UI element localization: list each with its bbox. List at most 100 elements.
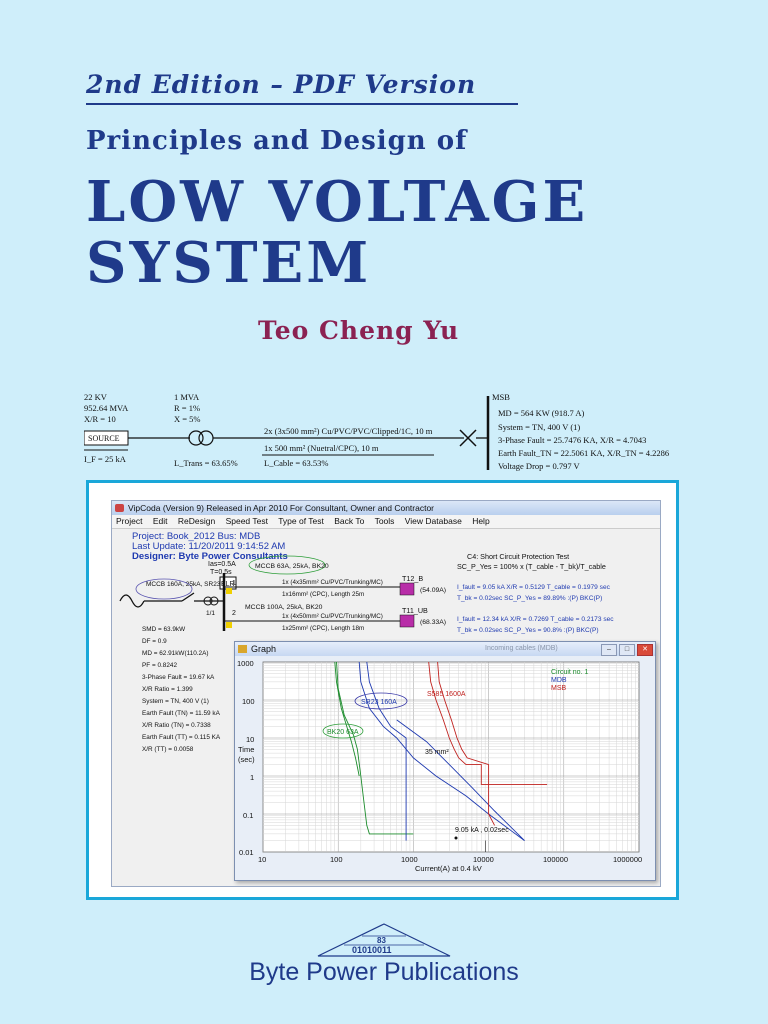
fault-point-marker	[454, 836, 458, 840]
circuit1-load-box	[399, 582, 415, 596]
source-xr: X/R = 10	[84, 414, 116, 424]
circuit1-load: T12_B	[402, 574, 423, 583]
circuit2-breaker: MCCB 100A, 25kA, BK20	[245, 604, 323, 611]
logo-bottom-text: 01010011	[352, 945, 392, 955]
source-mva: 952.64 MVA	[84, 403, 129, 413]
author-name: Teo Cheng Yu	[258, 316, 460, 345]
menu-back-to[interactable]: Back To	[334, 516, 365, 526]
book-title-line1: LOW VOLTAGE	[86, 169, 589, 235]
maximize-icon[interactable]: □	[619, 644, 635, 656]
sr23-curve-1	[358, 661, 525, 841]
menu-redesign[interactable]: ReDesign	[177, 516, 216, 526]
graph-window[interactable]: Graph Incoming cables (MDB) – □ ✕ 1000 1…	[234, 641, 656, 881]
edition-label: 2nd Edition – PDF Version	[86, 70, 477, 99]
last-update: Last Update: 11/20/2011 9:14:52 AM	[132, 541, 285, 552]
y-tick-1000: 1000	[237, 659, 254, 668]
close-icon[interactable]: ✕	[637, 644, 653, 656]
transformer-x: X = 5%	[174, 414, 201, 424]
stats-list: SMD = 63.9kW DF = 0.9 MD = 62.91kW(110.2…	[142, 626, 221, 753]
y-tick-1: 1	[250, 773, 254, 782]
logo-top-text: 83	[377, 936, 386, 945]
menu-tools[interactable]: Tools	[374, 516, 395, 526]
label-sr23: SR23 160A	[361, 699, 397, 706]
cable-pct: L_Cable = 63.53%	[264, 458, 329, 468]
cable-line2: 1x 500 mm² (Nuetral/CPC), 10 m	[264, 443, 379, 453]
y-axis-title-1: Time	[238, 745, 254, 754]
label-cable: 35 mm²	[425, 749, 449, 756]
transformer-r: R = 1%	[174, 403, 200, 413]
result1-line2: T_bk = 0.02sec SC_P_Yes = 89.89% :(P) BK…	[457, 595, 602, 602]
circuit1-breaker: MCCB 63A, 25kA, BK20	[255, 563, 329, 570]
bk20-curve-min	[334, 661, 360, 777]
result1-line1: I_fault = 9.05 kA X/R = 0.5129 T_cable =…	[457, 584, 611, 591]
publisher-name: Byte Power Publications	[249, 958, 519, 986]
result2-line1: I_fault = 12.34 kA X/R = 0.7269 T_cable …	[457, 616, 614, 623]
main-breaker-label: MCCB 160A, 25kA, SR23	[146, 581, 221, 588]
breaker-x-2	[459, 429, 477, 447]
book-subtitle: Principles and Design of	[86, 126, 468, 156]
test-title: C4: Short Circuit Protection Test	[467, 552, 569, 561]
menu-speed-test[interactable]: Speed Test	[225, 516, 268, 526]
minimize-icon[interactable]: –	[601, 644, 617, 656]
app-titlebar: VipCoda (Version 9) Released in Apr 2010…	[112, 501, 660, 515]
stat-10: X/R (TT) = 0.0058	[142, 746, 194, 753]
s585-curve-1	[428, 661, 548, 785]
stat-5: X/R Ratio = 1.399	[142, 686, 193, 693]
s585-curve-2	[437, 661, 495, 826]
app-diagram-canvas: Project: Book_2012 Bus: MDB Last Update:…	[119, 531, 614, 753]
stat-2: MD = 62.91kW(110.2A)	[142, 650, 208, 657]
source-kv: 22 KV	[84, 392, 108, 402]
logo-triangle	[317, 923, 451, 957]
menu-edit[interactable]: Edit	[152, 516, 168, 526]
y-tick-10: 10	[246, 735, 254, 744]
chart-curves	[334, 661, 548, 852]
legend-mdb: MDB	[551, 677, 567, 684]
graph-icon	[238, 645, 247, 653]
app-title: VipCoda (Version 9) Released in Apr 2010…	[128, 503, 435, 513]
single-line-diagram: 22 KV 952.64 MVA X/R = 10 SOURCE I_F = 2…	[84, 392, 669, 471]
y-tick-0.01: 0.01	[239, 848, 254, 857]
elr-label: ELR	[221, 581, 235, 588]
feeder-curve	[119, 594, 145, 608]
cable-line1: 2x (3x500 mm²) Cu/PVC/PVC/Clipped/1C, 10…	[264, 426, 433, 436]
msb-line-0: MD = 564 KW (918.7 A)	[498, 408, 584, 418]
x-tick-10: 10	[258, 855, 266, 864]
ias-label: Ias=0.5A	[208, 561, 236, 568]
menu-view-database[interactable]: View Database	[404, 516, 462, 526]
publisher-logo: 83 01010011	[317, 923, 451, 957]
stat-1: DF = 0.9	[142, 638, 167, 645]
msb-line-1: System = TN, 400 V (1)	[498, 422, 580, 432]
menu-help[interactable]: Help	[472, 516, 490, 526]
app-menubar: Project Edit ReDesign Speed Test Type of…	[112, 515, 660, 529]
label-s585: S585 1600A	[427, 691, 466, 698]
circuit1-num: 1	[232, 580, 236, 587]
ratio-label: 1/1	[206, 610, 215, 617]
y-tick-100: 100	[242, 697, 255, 706]
x-tick-100000: 100000	[543, 855, 568, 864]
msb-line-2: 3-Phase Fault = 25.7476 KA, X/R = 4.7043	[498, 435, 646, 445]
circuit2-amps: (68.33A)	[420, 619, 446, 626]
x-tick-100: 100	[330, 855, 343, 864]
test-formula: SC_P_Yes = 100% x (T_cable - T_bk)/T_cab…	[457, 562, 606, 571]
x-tick-1000000: 1000000	[613, 855, 642, 864]
graph-titlebar[interactable]: Graph Incoming cables (MDB) – □ ✕	[235, 642, 655, 656]
label-fault-point: 9.05 kA , 0.02sec	[455, 827, 509, 834]
stat-7: Earth Fault (TN) = 11.59 kA	[142, 710, 221, 717]
transformer-coil-2	[198, 430, 214, 446]
transformer-trans: L_Trans = 63.65%	[174, 458, 238, 468]
msb-name: MSB	[492, 392, 510, 402]
x-tick-1000: 1000	[401, 855, 418, 864]
circuit2-num: 2	[232, 610, 236, 617]
menu-project[interactable]: Project	[116, 516, 143, 526]
source-label: SOURCE	[88, 434, 120, 443]
circuit1-amps: (54.09A)	[420, 587, 446, 594]
circuit1-cable2: 1x16mm² (CPC), Length 25m	[282, 591, 364, 598]
t-label: T=0.5s	[210, 569, 232, 576]
y-tick-0.1: 0.1	[243, 811, 253, 820]
stat-8: X/R Ratio (TN) = 0.7338	[142, 722, 211, 729]
cable-curve	[396, 719, 525, 841]
screenshot-frame: VipCoda (Version 9) Released in Apr 2010…	[86, 480, 679, 900]
menu-type-of-test[interactable]: Type of Test	[278, 516, 324, 526]
chart-grid	[262, 662, 639, 853]
circuit2-load: T11_UB	[402, 606, 428, 615]
